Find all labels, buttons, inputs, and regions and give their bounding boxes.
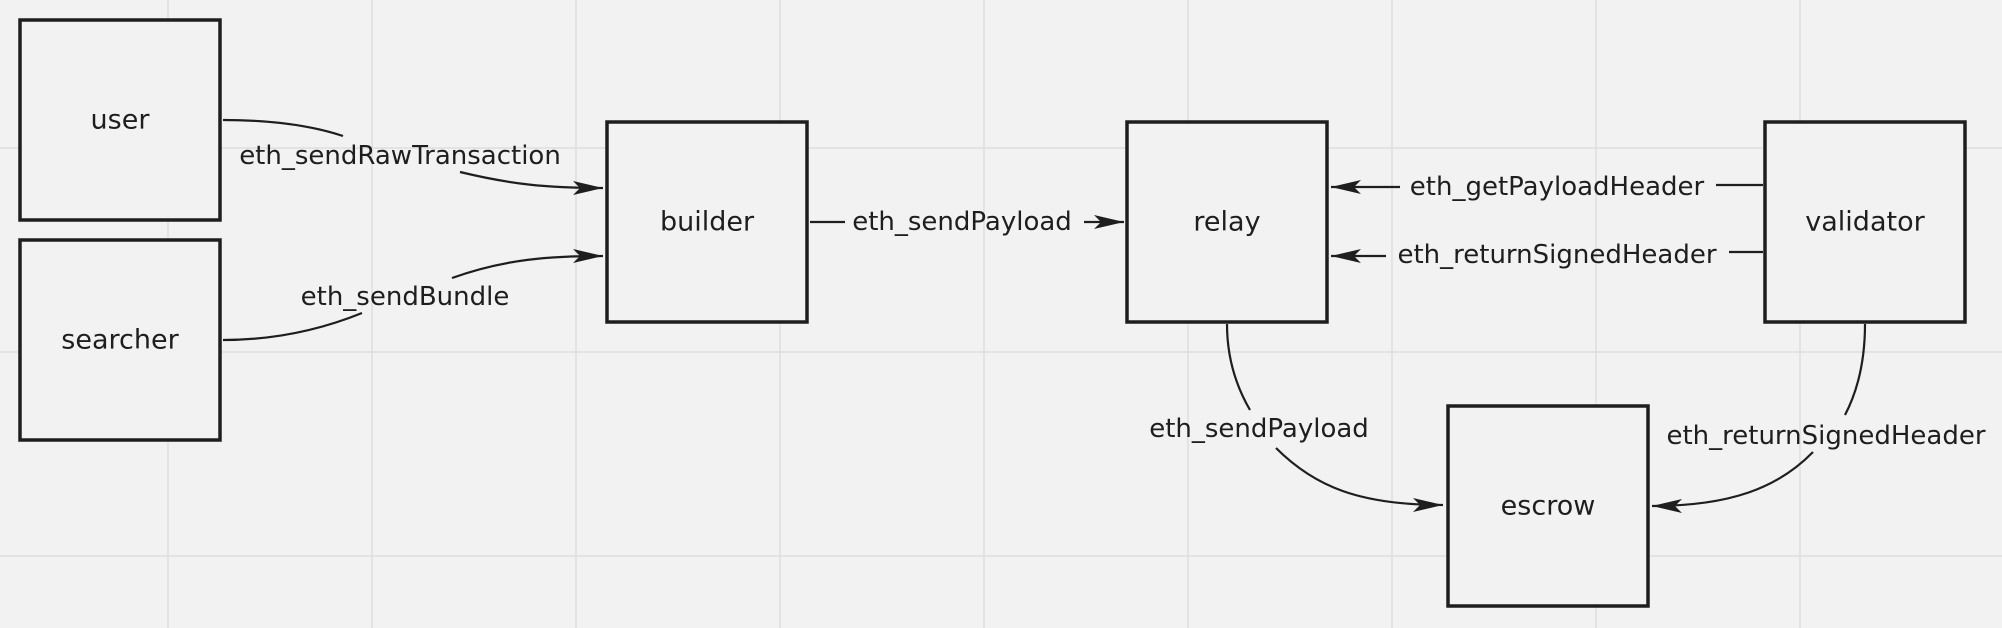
node-label-builder: builder <box>660 207 755 238</box>
edge-user-to-builder-end[interactable] <box>459 170 604 195</box>
node-label-validator: validator <box>1805 207 1925 238</box>
node-escrow[interactable]: escrow <box>1446 404 1650 608</box>
node-builder[interactable]: builder <box>605 120 809 324</box>
node-box[interactable] <box>1446 404 1650 608</box>
edge-validator-to-escrow-end[interactable] <box>1651 451 1814 513</box>
node-box[interactable] <box>18 18 222 222</box>
edges <box>222 118 1867 513</box>
node-relay[interactable]: relay <box>1125 120 1329 324</box>
edge-label-validator-to-escrow: eth_returnSignedHeader <box>1666 421 1985 451</box>
edge-label-searcher-to-builder: eth_sendBundle <box>301 282 510 312</box>
node-label-relay: relay <box>1193 207 1260 238</box>
node-box[interactable] <box>605 120 809 324</box>
node-searcher[interactable]: searcher <box>18 238 222 442</box>
node-box[interactable] <box>1125 120 1329 324</box>
edge-label-builder-to-relay: eth_sendPayload <box>852 207 1072 237</box>
node-validator[interactable]: validator <box>1763 120 1967 324</box>
node-label-escrow: escrow <box>1501 491 1596 522</box>
node-user[interactable]: user <box>18 18 222 222</box>
node-box[interactable] <box>1763 120 1967 324</box>
edge-label-relay-to-escrow: eth_sendPayload <box>1149 414 1369 444</box>
edge-relay-to-escrow-end[interactable] <box>1275 447 1444 512</box>
edge-label-validator-to-relay-get: eth_getPayloadHeader <box>1410 172 1705 202</box>
edge-validator-to-escrow-start[interactable] <box>1844 323 1867 416</box>
edge-searcher-to-builder-start[interactable] <box>222 311 363 342</box>
edge-user-to-builder-start[interactable] <box>222 118 344 138</box>
edge-label-validator-to-relay-return: eth_returnSignedHeader <box>1397 240 1716 270</box>
edge-relay-to-escrow-start[interactable] <box>1225 323 1251 411</box>
node-box[interactable] <box>18 238 222 442</box>
node-label-searcher: searcher <box>61 325 179 356</box>
node-label-user: user <box>91 105 151 136</box>
edge-labels: eth_sendRawTransaction eth_sendBundle et… <box>239 141 1986 451</box>
edge-label-user-to-builder: eth_sendRawTransaction <box>239 141 561 171</box>
edge-searcher-to-builder-end[interactable] <box>451 249 604 280</box>
